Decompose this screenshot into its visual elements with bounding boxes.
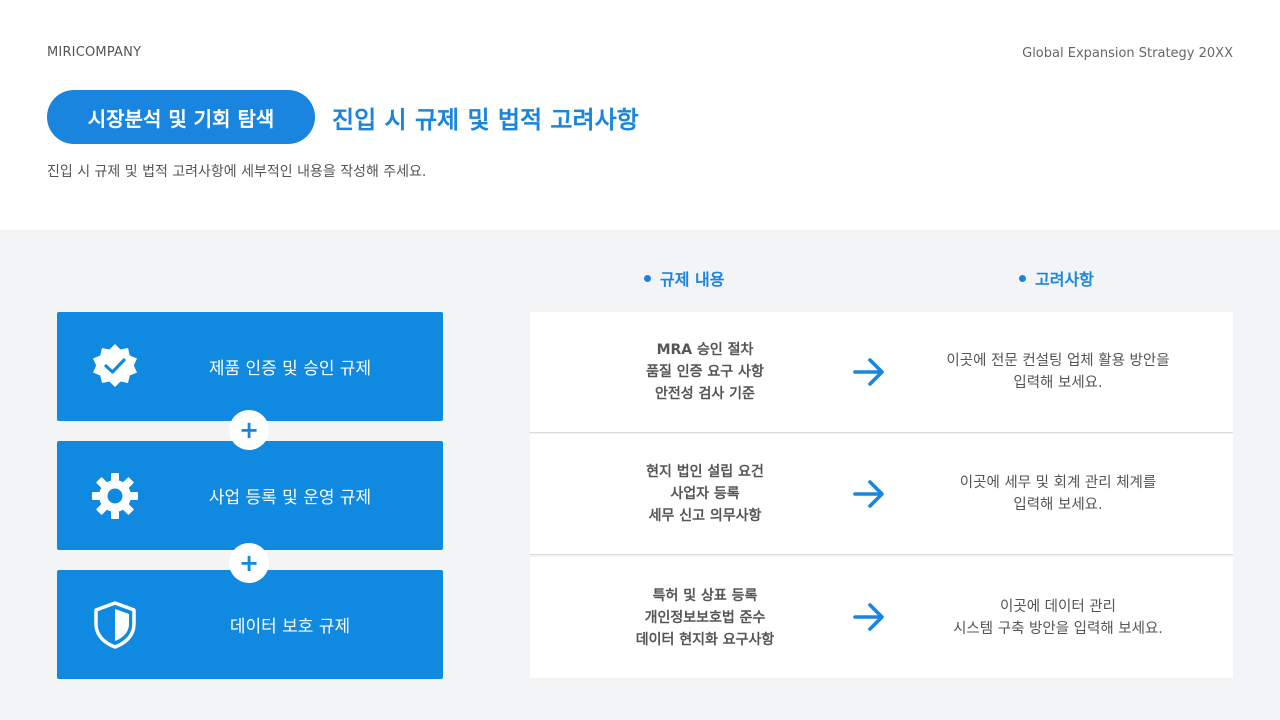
- arrow-right-icon: [853, 480, 884, 508]
- regulation-content: MRA 승인 절차 품질 인증 요구 사항 안전성 검사 기준: [570, 312, 840, 432]
- content-column-heading: 규제 내용: [644, 266, 724, 290]
- regulation-line: MRA 승인 절차: [656, 342, 754, 358]
- regulation-row: 특허 및 상표 등록 개인정보보호법 준수 데이터 현지화 요구사항 이곳에 데…: [530, 557, 1233, 678]
- consider-column-heading-label: 고려사항: [1035, 270, 1094, 289]
- regulation-line: 안전성 검사 기준: [655, 386, 755, 402]
- section-pill: 시장분석 및 기회 탐색: [47, 90, 315, 144]
- plus-icon: +: [229, 543, 269, 583]
- consideration-line: 이곳에 세무 및 회계 관리 체계를: [959, 475, 1157, 491]
- header-area: MIRICOMPANY Global Expansion Strategy 20…: [0, 0, 1280, 230]
- consideration-line: 이곳에 데이터 관리: [1000, 598, 1116, 615]
- verified-badge-icon: [93, 344, 137, 387]
- company-name: MIRICOMPANY: [47, 45, 142, 60]
- category-label: 사업 등록 및 운영 규제: [208, 488, 372, 508]
- consideration-text: 이곳에 데이터 관리 시스템 구축 방안을 입력해 보세요.: [908, 557, 1208, 678]
- consideration-line: 입력해 보세요.: [1013, 497, 1103, 513]
- arrow-right-icon: [853, 358, 884, 386]
- plus-icon: +: [229, 410, 269, 450]
- consideration-line: 입력해 보세요.: [1013, 375, 1103, 391]
- category-card-product-certification: 제품 인증 및 승인 규제: [57, 312, 443, 421]
- consideration-text: 이곳에 전문 컨설팅 업체 활용 방안을 입력해 보세요.: [908, 312, 1208, 432]
- bullet-dot-icon: [1019, 274, 1026, 282]
- regulation-line: 데이터 현지화 요구사항: [635, 631, 775, 648]
- consideration-line: 이곳에 전문 컨설팅 업체 활용 방안을: [946, 353, 1170, 369]
- regulation-row: 현지 법인 설립 요건 사업자 등록 세무 신고 의무사항 이곳에 세무 및 회…: [530, 434, 1233, 555]
- category-card-business-registration: 사업 등록 및 운영 규제: [57, 441, 443, 550]
- category-card-data-protection: 데이터 보호 규제: [57, 570, 443, 679]
- regulation-line: 사업자 등록: [670, 486, 740, 502]
- arrow-right-icon: [853, 603, 884, 631]
- regulation-line: 세무 신고 의무사항: [648, 508, 762, 524]
- deck-title: Global Expansion Strategy 20XX: [1022, 46, 1233, 61]
- regulation-content: 특허 및 상표 등록 개인정보보호법 준수 데이터 현지화 요구사항: [570, 557, 840, 678]
- regulation-row: MRA 승인 절차 품질 인증 요구 사항 안전성 검사 기준 이곳에 전문 컨…: [530, 312, 1233, 433]
- regulation-line: 특허 및 상표 등록: [652, 587, 758, 604]
- regulation-content: 현지 법인 설립 요건 사업자 등록 세무 신고 의무사항: [570, 434, 840, 554]
- consider-column-heading: 고려사항: [1019, 266, 1094, 290]
- category-label: 데이터 보호 규제: [229, 617, 351, 637]
- consideration-text: 이곳에 세무 및 회계 관리 체계를 입력해 보세요.: [908, 434, 1208, 554]
- bullet-dot-icon: [644, 274, 651, 282]
- regulation-line: 품질 인증 요구 사항: [646, 364, 764, 380]
- regulation-line: 개인정보보호법 준수: [644, 609, 766, 626]
- category-label: 제품 인증 및 승인 규제: [208, 359, 372, 379]
- consideration-line: 시스템 구축 방안을 입력해 보세요.: [953, 620, 1163, 637]
- regulation-line: 현지 법인 설립 요건: [646, 464, 764, 480]
- slide-subtitle: 진입 시 규제 및 법적 고려사항에 세부적인 내용을 작성해 주세요.: [47, 164, 427, 180]
- slide-title: 진입 시 규제 및 법적 고려사항: [332, 106, 639, 134]
- gear-icon: [92, 473, 138, 519]
- shield-icon: [94, 601, 136, 649]
- content-column-heading-label: 규제 내용: [660, 270, 725, 289]
